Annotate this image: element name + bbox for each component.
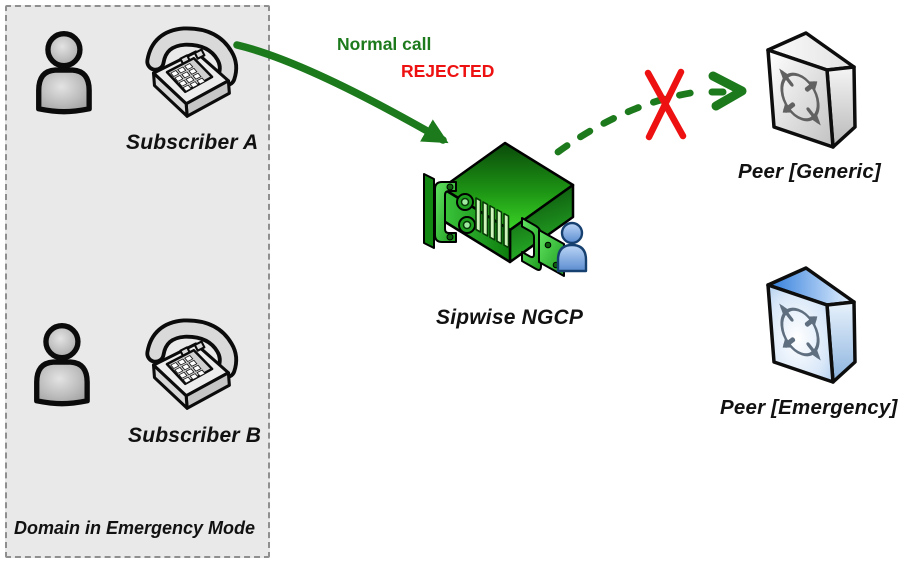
phone-handset xyxy=(145,26,239,87)
peer-generic-label: Peer [Generic] xyxy=(738,160,881,183)
routing-arrows-glyph xyxy=(779,303,821,361)
subscriber-b-label: Subscriber B xyxy=(128,424,262,447)
routing-arrows-glyph xyxy=(779,68,821,126)
peer-emergency-icon xyxy=(766,266,857,384)
red-x-icon xyxy=(644,68,687,141)
peer-generic-icon xyxy=(766,31,857,149)
person-icon xyxy=(36,31,92,115)
phone-handset xyxy=(145,318,239,379)
phone-keypad xyxy=(170,354,206,384)
phone-icon xyxy=(145,318,239,410)
server-label: Sipwise NGCP xyxy=(436,306,584,329)
domain-box-label: Domain in Emergency Mode xyxy=(14,518,256,538)
normal-call-label: Normal call xyxy=(337,34,432,54)
server-vent-slots xyxy=(475,197,510,249)
server-icon xyxy=(423,141,588,277)
phone-keypad xyxy=(170,62,206,92)
user-presence-icon xyxy=(556,221,588,273)
rejected-status-label: REJECTED xyxy=(401,61,495,81)
subscriber-a-label: Subscriber A xyxy=(126,131,259,154)
peer-emergency-label: Peer [Emergency] xyxy=(720,396,898,419)
person-icon xyxy=(34,323,90,407)
phone-icon xyxy=(145,26,239,118)
